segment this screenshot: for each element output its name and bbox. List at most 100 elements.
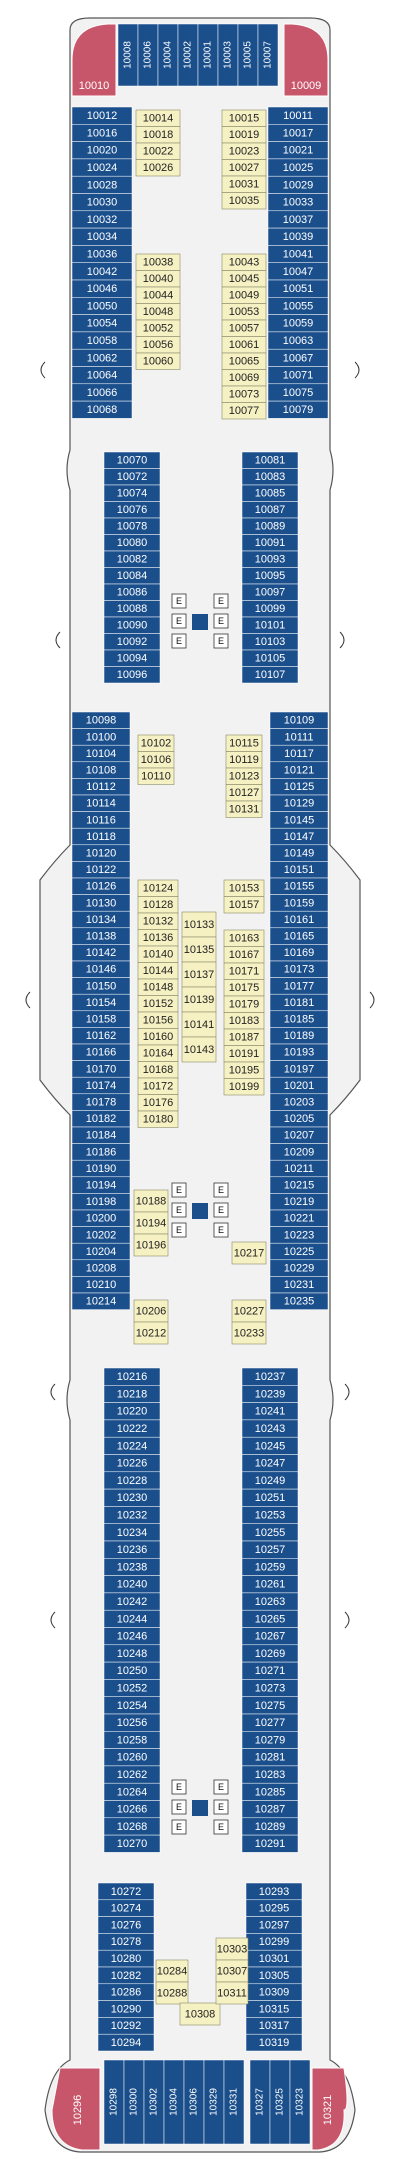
elevator-label: E — [218, 1802, 224, 1812]
cabin-label: 10323 — [295, 2088, 306, 2116]
cabin-label: 10289 — [255, 1821, 286, 1833]
cabin-label: 10055 — [283, 300, 314, 312]
cabin-10110 — [137, 767, 175, 785]
cabin-label: 10263 — [255, 1596, 286, 1608]
elevator-label: E — [176, 616, 182, 626]
cabin-label: 10126 — [86, 881, 117, 893]
mid-elevator — [171, 1202, 187, 1218]
cabin-label: 10081 — [255, 455, 286, 467]
mid-lift-icon — [192, 1203, 208, 1219]
cabin-label: 10242 — [117, 1596, 148, 1608]
cabin-label: 10188 — [136, 1195, 167, 1207]
cabin-label: 10295 — [259, 1903, 290, 1915]
cabin-label: 10307 — [217, 1965, 248, 1977]
cabin-label: 10159 — [284, 897, 315, 909]
cabin-label: 10309 — [259, 1987, 290, 1999]
cabin-label: 10174 — [86, 1080, 117, 1092]
cabin-label: 10155 — [284, 881, 315, 893]
cabin-label: 10230 — [117, 1492, 148, 1504]
cabin-label: 10153 — [229, 883, 260, 895]
cabin-10026 — [135, 159, 181, 177]
cabin-10233 — [231, 1321, 267, 1345]
cabin-label: 10050 — [87, 300, 118, 312]
cabin-label: 10150 — [86, 980, 117, 992]
aft-elevator — [171, 1799, 187, 1815]
cabin-10068 — [71, 400, 133, 419]
cabin-label: 10240 — [117, 1579, 148, 1591]
fore-elevator — [171, 633, 187, 649]
cabin-label: 10056 — [143, 339, 174, 351]
aft-elevator — [171, 1819, 187, 1835]
cabin-10137 — [181, 961, 217, 988]
cabin-label: 10035 — [229, 195, 260, 207]
cabin-label: 10207 — [284, 1130, 315, 1142]
cabin-label: 10023 — [229, 146, 260, 158]
cabin-label: 10033 — [283, 197, 314, 209]
cabin-label: 10019 — [229, 129, 260, 141]
cabin-label: 10297 — [259, 1919, 290, 1931]
cabin-label: 10051 — [283, 283, 314, 295]
cabin-label: 10236 — [117, 1544, 148, 1556]
cabin-label: 10210 — [86, 1279, 117, 1291]
cabin-label: 10074 — [117, 488, 148, 500]
cabin-label: 10061 — [229, 339, 260, 351]
aft-elevator — [171, 1779, 187, 1795]
cabin-label: 10237 — [255, 1371, 286, 1383]
cabin-label: 10108 — [86, 765, 117, 777]
cabin-label: 10103 — [255, 636, 286, 648]
cabin-label: 10066 — [87, 387, 118, 399]
cabin-label: 10062 — [87, 352, 118, 364]
cabin-label: 10145 — [284, 814, 315, 826]
cabin-label: 10241 — [255, 1406, 286, 1418]
cabin-label: 10194 — [136, 1217, 167, 1229]
cabin-label: 10271 — [255, 1665, 286, 1677]
cabin-label: 10005 — [243, 41, 254, 69]
cabin-label: 10202 — [86, 1229, 117, 1241]
cabin-10199 — [223, 1078, 265, 1096]
cabin-label: 10282 — [111, 1970, 142, 1982]
cabin-label: 10204 — [86, 1246, 117, 1258]
cabin-label: 10244 — [117, 1613, 148, 1625]
cabin-label: 10048 — [143, 306, 174, 318]
cabin-label: 10117 — [284, 748, 314, 760]
aft-elevator — [213, 1779, 229, 1795]
elevator-label: E — [218, 636, 224, 646]
cabin-label: 10303 — [217, 1943, 248, 1955]
cabin-label: 10084 — [117, 570, 148, 582]
cabin-label: 10160 — [143, 1031, 174, 1043]
cabin-label: 10131 — [229, 804, 260, 816]
cabin-label: 10011 — [283, 110, 313, 122]
cabin-label: 10277 — [255, 1717, 286, 1729]
cabin-label: 10042 — [87, 266, 118, 278]
cabin-label: 10193 — [284, 1047, 315, 1059]
cabin-label: 10288 — [157, 1987, 188, 1999]
cabin-label: 10209 — [284, 1146, 315, 1158]
cabin-label: 10120 — [86, 848, 117, 860]
cabin-label: 10002 — [183, 41, 194, 69]
cabin-label: 10099 — [255, 603, 286, 615]
cabin-label: 10052 — [143, 323, 174, 335]
cabin-10096 — [103, 666, 161, 684]
cabin-label: 10049 — [229, 290, 260, 302]
cabin-label: 10098 — [86, 715, 117, 727]
cabin-label: 10102 — [141, 738, 172, 750]
cabin-label: 10020 — [87, 145, 118, 157]
cabin-10010 — [71, 23, 117, 97]
cabin-label: 10250 — [117, 1665, 148, 1677]
cabin-label: 10070 — [117, 455, 148, 467]
cabin-label: 10306 — [189, 2088, 200, 2116]
cabin-label: 10090 — [117, 620, 148, 632]
cabin-10139 — [181, 986, 217, 1013]
cabin-label: 10257 — [255, 1544, 286, 1556]
cabin-label: 10138 — [86, 931, 117, 943]
cabin-label: 10060 — [143, 356, 174, 368]
cabin-label: 10327 — [255, 2088, 266, 2116]
elevator-label: E — [176, 1225, 182, 1235]
cabin-label: 10022 — [143, 146, 174, 158]
cabin-label: 10211 — [284, 1163, 314, 1175]
cabin-label: 10231 — [284, 1279, 315, 1291]
cabin-label: 10267 — [255, 1631, 286, 1643]
starboard-arrow-icon — [344, 1611, 350, 1629]
cabin-label: 10220 — [117, 1406, 148, 1418]
cabin-label: 10069 — [229, 372, 260, 384]
